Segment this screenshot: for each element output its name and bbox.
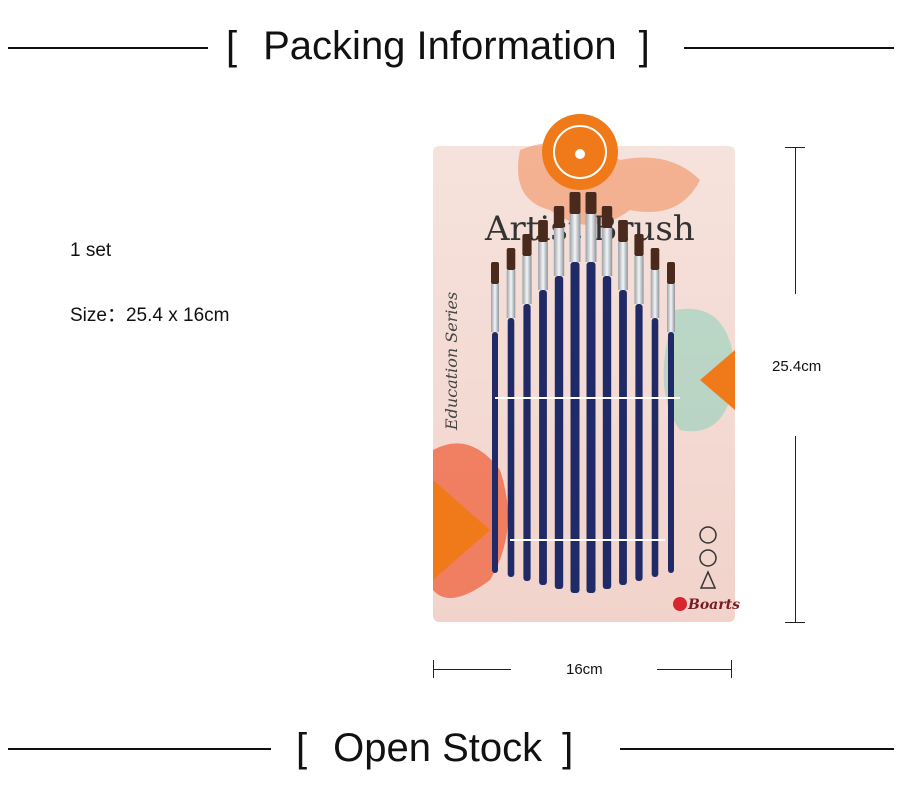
brush: [634, 234, 644, 581]
height-dim-line-bottom: [795, 436, 796, 622]
series-label: Education Series: [442, 292, 461, 431]
width-dim-line-right: [657, 669, 732, 670]
brush: [491, 262, 499, 573]
product-image: Artist Brush Education Series Boarts: [433, 114, 740, 622]
height-dimension: 25.4cm: [772, 358, 822, 375]
footer-rule-right: [620, 748, 894, 750]
bracket-close: ]: [562, 726, 574, 770]
brush: [618, 220, 628, 585]
height-dim-bottom-cap: [785, 622, 805, 623]
logo-mark: [673, 597, 687, 611]
size-text: Size：25.4 x 16cm: [70, 305, 230, 326]
brush-group: [491, 192, 675, 593]
brand-logo: Boarts: [687, 597, 740, 613]
orange-triangle-right: [700, 350, 735, 410]
brush: [569, 192, 581, 593]
bracket-open: [: [296, 726, 308, 770]
section-title: Open Stock: [333, 726, 543, 770]
brush: [553, 206, 565, 589]
width-dim-line-left: [433, 669, 511, 670]
en71-icon: [699, 549, 717, 567]
height-dim-line-top: [795, 147, 796, 294]
brush: [585, 192, 597, 593]
brush: [667, 262, 675, 573]
brush: [650, 248, 660, 577]
footer-rule-left: [8, 748, 271, 750]
bracket-close: ]: [638, 24, 650, 68]
brush: [522, 234, 532, 581]
orange-triangle-left: [433, 480, 490, 580]
bracket-open: [: [226, 24, 238, 68]
section-heading-open-stock: [ Open Stock ]: [296, 726, 573, 771]
fsc-icon: [699, 570, 717, 589]
heading-rule-left: [8, 47, 208, 49]
page-title: Packing Information: [263, 24, 617, 68]
brush: [506, 248, 516, 577]
brush: [601, 206, 613, 589]
quantity-text: 1 set: [70, 240, 112, 261]
width-dimension: 16cm: [566, 661, 603, 678]
width-dim-right-cap: [731, 660, 732, 678]
section-heading-packing: [ Packing Information ]: [226, 24, 650, 69]
heading-rule-right: [684, 47, 894, 49]
brush: [538, 220, 548, 585]
astm-icon: [699, 526, 717, 544]
paint-splash-right: [663, 308, 735, 432]
